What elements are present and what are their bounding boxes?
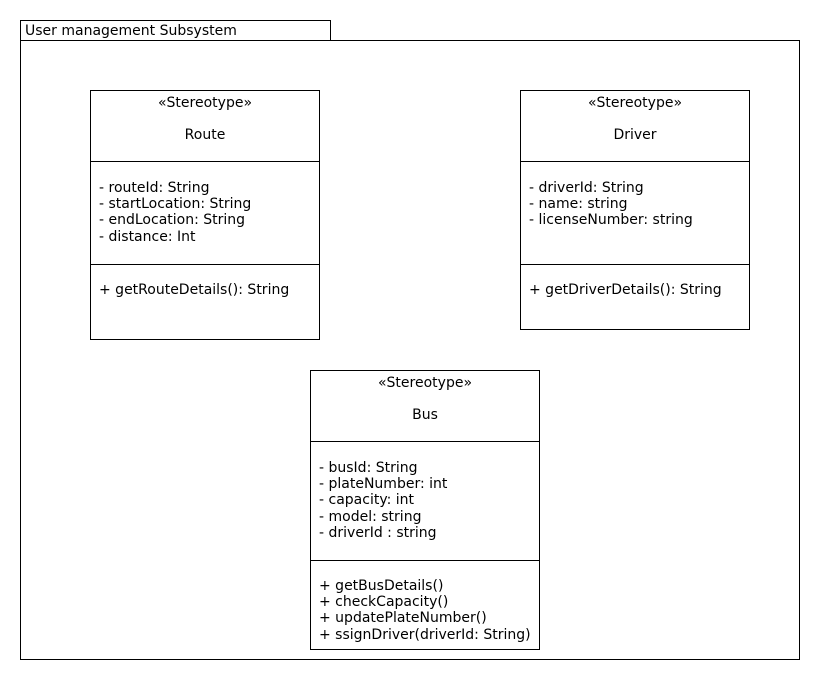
attribute: - driverId : string: [319, 524, 437, 541]
class-bus-attributes: - busId: String - plateNumber: int - cap…: [311, 442, 539, 561]
attribute: - endLocation: String: [99, 212, 246, 229]
class-driver-name: Driver: [613, 127, 657, 143]
attribute: - distance: Int: [99, 228, 196, 245]
class-driver-operations: + getDriverDetails(): String: [521, 265, 749, 329]
class-bus-name: Bus: [412, 407, 438, 423]
package-title-tab: User management Subsystem: [20, 20, 331, 40]
operation: + getDriverDetails(): String: [529, 282, 722, 298]
class-bus-header: «Stereotype» Bus: [311, 371, 539, 442]
attribute: - plateNumber: int: [319, 476, 448, 493]
class-driver-header: «Stereotype» Driver: [521, 91, 749, 162]
class-bus[interactable]: «Stereotype» Bus - busId: String - plate…: [310, 370, 540, 650]
class-driver-attributes: - driverId: String - name: string - lice…: [521, 162, 749, 265]
attribute: - model: string: [319, 508, 422, 525]
attribute: - busId: String: [319, 460, 418, 476]
operation: + getBusDetails(): [319, 578, 444, 594]
class-route-name: Route: [184, 127, 226, 143]
class-route-operations: + getRouteDetails(): String: [91, 265, 319, 339]
package-title: User management Subsystem: [25, 23, 237, 39]
operation: + checkCapacity(): [319, 594, 449, 611]
class-driver-stereotype: «Stereotype»: [587, 95, 683, 111]
attribute: - capacity: int: [319, 492, 415, 509]
class-bus-stereotype: «Stereotype»: [377, 375, 473, 391]
class-route-header: «Stereotype» Route: [91, 91, 319, 162]
class-route-stereotype: «Stereotype»: [157, 95, 253, 111]
attribute: - name: string: [529, 196, 628, 213]
attribute: - driverId: String: [529, 180, 644, 196]
class-route-attributes: - routeId: String - startLocation: Strin…: [91, 162, 319, 265]
attribute: - routeId: String: [99, 180, 210, 196]
attribute: - startLocation: String: [99, 196, 252, 213]
class-driver[interactable]: «Stereotype» Driver - driverId: String -…: [520, 90, 750, 330]
class-bus-operations: + getBusDetails() + checkCapacity() + up…: [311, 561, 539, 649]
operation: + getRouteDetails(): String: [99, 282, 290, 298]
class-route[interactable]: «Stereotype» Route - routeId: String - s…: [90, 90, 320, 340]
operation: + ssignDriver(driverId: String): [319, 626, 531, 643]
attribute: - licenseNumber: string: [529, 212, 693, 229]
operation: + updatePlateNumber(): [319, 610, 487, 627]
